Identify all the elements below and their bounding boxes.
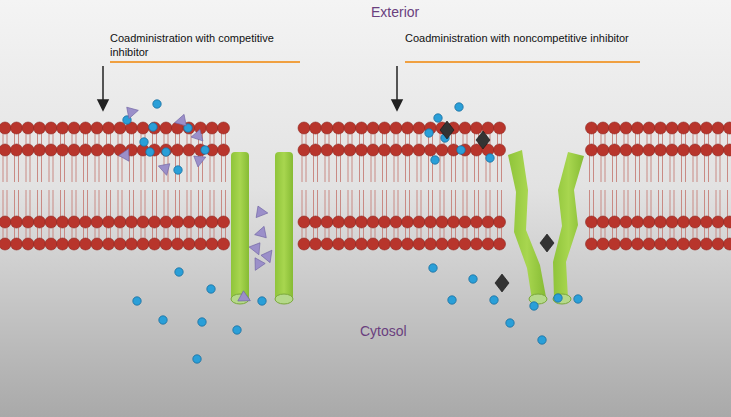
molecules: [118, 100, 582, 363]
lipid-heads: [0, 122, 731, 250]
channel-protein-distorted: [508, 150, 584, 304]
direction-arrow: [98, 66, 402, 110]
region-label: Cytosol: [360, 323, 407, 341]
region-label: Exterior: [371, 4, 419, 22]
lipid-tails: [3, 132, 731, 240]
panel-heading: Coadministration with noncompetitive inh…: [405, 32, 635, 46]
channel-protein: [231, 152, 293, 304]
panel-heading: Coadministration with competitive inhibi…: [110, 32, 300, 60]
heading-underline: [110, 61, 300, 63]
heading-underline: [405, 61, 640, 63]
